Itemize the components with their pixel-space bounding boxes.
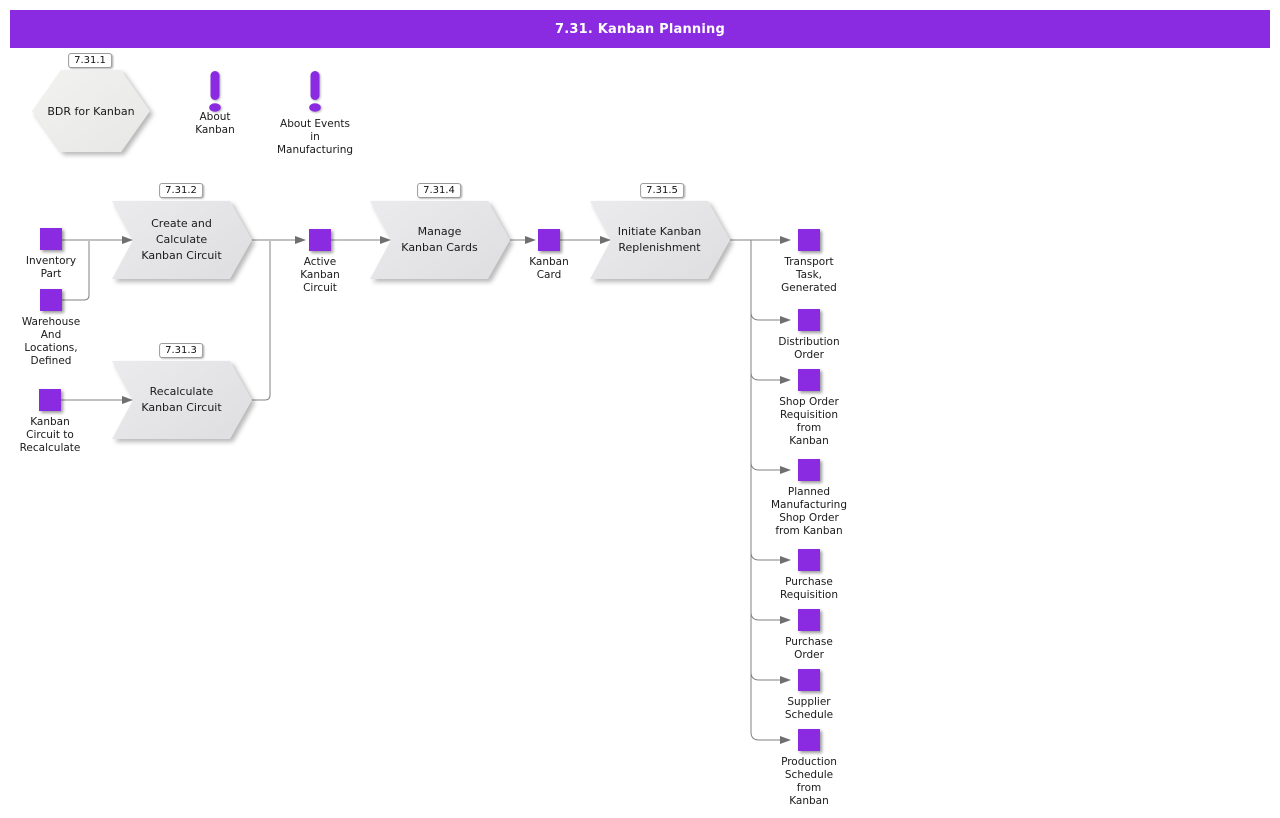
artifact-label: Warehouse And Locations, Defined xyxy=(21,316,81,367)
process-label: Create and Calculate Kanban Circuit xyxy=(141,217,222,262)
document-square-icon[interactable] xyxy=(798,229,820,251)
ref-label-7-31-4: 7.31.4 xyxy=(417,183,461,198)
chevron-shape[interactable]: Manage Kanban Cards xyxy=(370,201,510,279)
info-label-about-kanban: About Kanban xyxy=(195,111,235,136)
artifact-label: Production Schedule from Kanban xyxy=(781,756,837,807)
document-square-icon[interactable] xyxy=(798,309,820,331)
artifact-label: Inventory Part xyxy=(25,255,77,280)
chevron-shape[interactable]: Recalculate Kanban Circuit xyxy=(112,361,252,439)
artifact-label: Distribution Order xyxy=(778,336,840,361)
process-label: Manage Kanban Cards xyxy=(401,225,478,254)
artifact-label: Purchase Order xyxy=(785,636,833,661)
arrowheads xyxy=(122,236,791,744)
document-square-icon[interactable] xyxy=(798,369,820,391)
artifact-label: Transport Task, Generated xyxy=(781,256,837,294)
hexagon-shape[interactable]: BDR for Kanban xyxy=(32,70,150,152)
artifact-supplier-schedule: Supplier Schedule xyxy=(754,669,864,722)
artifact-label: Shop Order Requisition from Kanban xyxy=(779,396,839,447)
ref-label-7-31-5: 7.31.5 xyxy=(640,183,684,198)
exclamation-icon[interactable] xyxy=(303,70,327,116)
artifact-transport-task-generated: Transport Task, Generated xyxy=(754,229,864,295)
artifact-distribution-order: Distribution Order xyxy=(754,309,864,362)
ref-label-7-31-1: 7.31.1 xyxy=(68,53,112,68)
artifact-purchase-order: Purchase Order xyxy=(754,609,864,662)
artifact-shop-order-requisition-from-kanban: Shop Order Requisition from Kanban xyxy=(754,369,864,448)
document-square-icon[interactable] xyxy=(798,669,820,691)
artifact-kanban-circuit-to-recalculate: Kanban Circuit to Recalculate xyxy=(0,389,105,455)
start-node-label: BDR for Kanban xyxy=(47,104,135,118)
artifact-production-schedule-from-kanban: Production Schedule from Kanban xyxy=(754,729,864,808)
document-square-icon[interactable] xyxy=(39,389,61,411)
page-title: 7.31. Kanban Planning xyxy=(555,21,725,37)
artifact-label: Active Kanban Circuit xyxy=(300,256,340,294)
artifact-purchase-requisition: Purchase Requisition xyxy=(754,549,864,602)
artifact-label: Planned Manufacturing Shop Order from Ka… xyxy=(770,486,848,537)
ref-label-7-31-2: 7.31.2 xyxy=(159,183,203,198)
artifact-label: Supplier Schedule xyxy=(784,696,834,721)
flow-lines xyxy=(60,239,781,741)
artifact-inventory-part: Inventory Part xyxy=(0,228,106,281)
document-square-icon[interactable] xyxy=(40,289,62,311)
artifact-planned-manufacturing-shop-order-from-kanban: Planned Manufacturing Shop Order from Ka… xyxy=(754,459,864,538)
artifact-label: Kanban Card xyxy=(529,256,569,281)
chevron-shape[interactable]: Initiate Kanban Replenishment xyxy=(590,201,730,279)
document-square-icon[interactable] xyxy=(309,229,331,251)
artifact-kanban-card: Kanban Card xyxy=(494,229,604,282)
artifact-active-kanban-circuit: Active Kanban Circuit xyxy=(265,229,375,295)
chevron-shape[interactable]: Create and Calculate Kanban Circuit xyxy=(112,201,252,279)
artifact-label: Kanban Circuit to Recalculate xyxy=(19,416,81,454)
process-label: Initiate Kanban Replenishment xyxy=(617,225,702,254)
document-square-icon[interactable] xyxy=(798,609,820,631)
process-recalculate-kanban-circuit[interactable]: Recalculate Kanban Circuit xyxy=(112,361,252,439)
artifact-warehouse-and-locations-defined: Warehouse And Locations, Defined xyxy=(0,289,106,368)
ref-label-7-31-3: 7.31.3 xyxy=(159,343,203,358)
document-square-icon[interactable] xyxy=(538,229,560,251)
document-square-icon[interactable] xyxy=(798,549,820,571)
page-title-banner: 7.31. Kanban Planning xyxy=(10,10,1270,48)
process-label: Recalculate Kanban Circuit xyxy=(141,385,222,414)
exclamation-icon[interactable] xyxy=(203,70,227,116)
document-square-icon[interactable] xyxy=(40,228,62,250)
process-manage-kanban-cards[interactable]: Manage Kanban Cards xyxy=(370,201,510,279)
document-square-icon[interactable] xyxy=(798,729,820,751)
process-initiate-kanban-replenishment[interactable]: Initiate Kanban Replenishment xyxy=(590,201,730,279)
info-label-about-events-in-manufacturing: About Events in Manufacturing xyxy=(276,118,354,156)
process-create-and-calculate-kanban-circuit[interactable]: Create and Calculate Kanban Circuit xyxy=(112,201,252,279)
artifact-label: Purchase Requisition xyxy=(779,576,839,601)
document-square-icon[interactable] xyxy=(798,459,820,481)
start-node-bdr-for-kanban[interactable]: BDR for Kanban xyxy=(32,70,150,152)
